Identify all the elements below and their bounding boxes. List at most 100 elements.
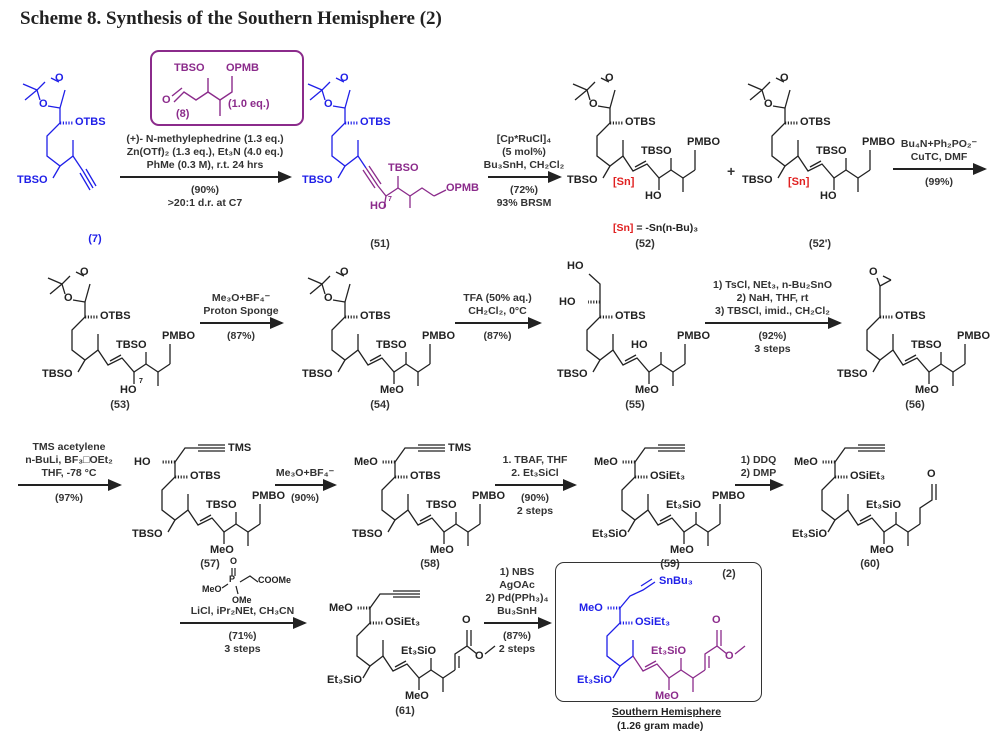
substituent-head-left: HO [134, 456, 151, 468]
reaction-yield: (99%) [925, 176, 953, 189]
substituent-mid: HO [120, 384, 137, 396]
reaction-yield: (71%)3 steps [224, 630, 260, 656]
ring-oxygen: O [80, 266, 89, 278]
substituent-snbu3: SnBu₃ [659, 575, 693, 587]
substituent-tbso-b: HO [631, 339, 648, 351]
condition-line: TMS acetylene [32, 441, 106, 453]
substituent-otbs: OSiEt₃ [650, 470, 686, 482]
substituent-tbso-a: TBSO [42, 368, 73, 380]
sn-definition-text: = -Sn(n-Bu)₃ [633, 222, 699, 234]
substituent-tbso-a: TBSO [132, 528, 163, 540]
substituent-end-o: O [927, 468, 936, 480]
substituent-otbs: OTBS [360, 116, 391, 128]
phosphonate-coome: COOMe [258, 575, 292, 585]
reaction-arrow [735, 479, 784, 491]
phosphonate-oxygen: O [230, 556, 238, 566]
substituent-tms: TMS [228, 442, 252, 454]
condition-line: Me₃O+BF₄⁻ [275, 467, 335, 479]
substituent-tbso-b: Et₃SiO [866, 499, 902, 511]
substituent-pmbo: PMBO [687, 136, 720, 148]
reaction-arrow [495, 479, 577, 491]
substituent-mid: MeO [380, 384, 404, 396]
substituent-head-left: MeO [329, 602, 353, 614]
yield-line: >20:1 d.r. at C7 [167, 197, 243, 209]
reaction-conditions-above: Bu₄N+Ph₂PO₂⁻CuTC, DMF [901, 138, 977, 164]
reagent-8-equivalents: (1.0 eq.) [228, 98, 270, 110]
substituent-tbso-a: TBSO [302, 368, 333, 380]
condition-line: 2. Et₃SiCl [511, 467, 559, 479]
reaction-conditions-above: Me₃O+BF₄⁻Proton Sponge [203, 292, 278, 318]
substituent-tbso-a: TBSO [837, 368, 868, 380]
phosphonate-reagent: O P MeO OMe COOMe [200, 556, 310, 607]
molecule-skeleton [161, 444, 261, 546]
ring-oxygen: O [39, 98, 48, 110]
substituent-head-left: MeO [579, 602, 603, 614]
reagent-8-box: TBSO OPMB O (8) (1.0 eq.) [150, 50, 304, 126]
substituent-pmbo: PMBO [252, 490, 285, 502]
compound-number: (2) [722, 568, 736, 580]
ring-oxygen: O [340, 72, 349, 84]
substituent-tbso-a: Et₃SiO [327, 674, 363, 686]
phosphonate-p: P [229, 574, 236, 584]
molecule-skeleton [747, 77, 871, 192]
yield-line: (90%) [290, 492, 320, 504]
substituent-head-left: HO [559, 296, 576, 308]
substituent-mid: MeO [670, 544, 694, 556]
substituent-otbs: OTBS [410, 470, 441, 482]
ring-oxygen: O [324, 98, 333, 110]
yield-line: (90%) [190, 184, 220, 196]
condition-line: CuTC, DMF [910, 151, 968, 163]
condition-line: 1. TBAF, THF [502, 454, 568, 466]
substituent-pmbo: PMBO [162, 330, 195, 342]
ring-oxygen: O [605, 72, 614, 84]
compound-number: (54) [370, 399, 390, 411]
compound-number: (52') [808, 238, 832, 250]
condition-line: Bu₃SnH, CH₂Cl₂ [483, 159, 565, 171]
condition-line: (+)- N-methylephedrine (1.3 eq.) [126, 133, 284, 145]
reaction-conditions-above: TFA (50% aq.)CH₂Cl₂, 0°C [463, 292, 531, 318]
ring-oxygen: O [340, 266, 349, 278]
substituent-tbso-b: Et₃SiO [666, 499, 702, 511]
molecule-skeleton [572, 77, 696, 192]
condition-line: n-BuLi, BF₃□OEt₂ [25, 454, 113, 466]
substituent-sn: [Sn] [613, 176, 635, 188]
substituent-tbso-b: TBSO [816, 145, 847, 157]
molecule-skeleton [307, 77, 447, 209]
reaction-arrow [18, 479, 122, 491]
condition-line: 2) DMP [740, 467, 777, 479]
sn-tag: [Sn] [613, 222, 634, 234]
condition-line: TFA (50% aq.) [463, 292, 532, 304]
reagent-8-label: (8) [176, 108, 190, 120]
yield-line: (87%) [502, 630, 531, 642]
reaction-conditions-above: LiCl, iPr₂NEt, CH₃CN [191, 605, 294, 618]
substituent-otbs: OTBS [100, 310, 131, 322]
substituent-mid: MeO [915, 384, 939, 396]
yield-line: 2 steps [516, 505, 554, 517]
yield-line: (87%) [483, 330, 512, 342]
substituent-mid: MeO [870, 544, 894, 556]
yield-line: (99%) [924, 176, 954, 188]
condition-line: THF, -78 °C [41, 467, 97, 479]
substituent-mid-note: 7 [139, 378, 143, 385]
condition-line: Me₃O+BF₄⁻ [211, 292, 271, 304]
substituent-pmbo: PMBO [712, 490, 745, 502]
yield-line: (97%) [54, 492, 84, 504]
condition-line: 1) NBS [499, 566, 535, 578]
compound-number: (55) [625, 399, 645, 411]
substituent-tbso-a: Et₃SiO [592, 528, 628, 540]
substituent-tms: TMS [448, 442, 472, 454]
substituent-otbs: OTBS [625, 116, 656, 128]
substituent-tbso-b: TBSO [911, 339, 942, 351]
substituent-tbso-b: TBSO [376, 339, 407, 351]
reaction-arrow [705, 317, 842, 329]
substituent-sn: [Sn] [788, 176, 810, 188]
substituent-tbso-b: TBSO [426, 499, 457, 511]
